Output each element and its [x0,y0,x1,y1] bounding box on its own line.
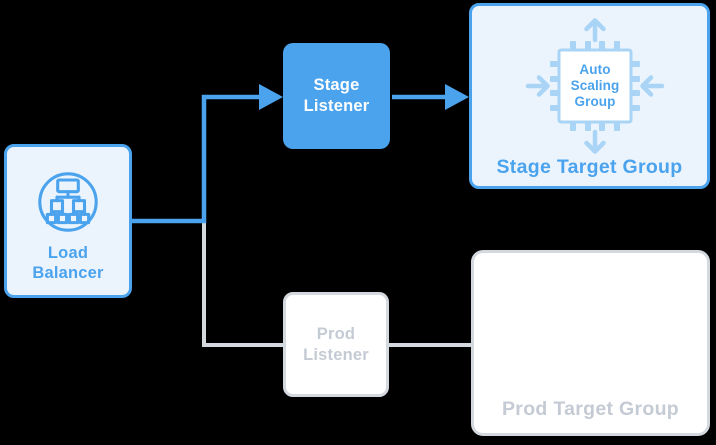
scale-arrow-right-inward [525,75,550,97]
node-prod-target-group: Prod Target Group [471,250,710,436]
stage-listener-label: Stage Listener [303,76,370,115]
scale-arrow-left-inward [640,75,665,97]
scale-arrow-down [584,129,606,154]
scale-arrow-up [584,18,606,43]
load-balancer-label: Load Balancer [32,244,104,283]
wire-lb-to-prod-listener [202,220,287,347]
prod-listener-label: Prod Listener [303,324,369,364]
node-stage-target-group: Auto Scaling Group Stage Target Group [469,3,710,189]
wire-lb-to-stage-listener [130,94,260,224]
node-prod-listener: Prod Listener [283,292,389,397]
auto-scaling-chip-icon [525,18,665,154]
node-load-balancer: Load Balancer [4,144,132,298]
prod-target-group-label: Prod Target Group [502,398,679,420]
auto-scaling-group-label: Auto Scaling Group [570,62,620,109]
arrowhead-into-stage-tg [445,84,469,110]
stage-target-group-label: Stage Target Group [496,156,683,178]
node-stage-listener: Stage Listener [283,43,390,149]
load-balancer-network-icon [38,172,98,232]
arrowhead-into-stage-listener [259,84,283,110]
auto-scaling-group-graphic: Auto Scaling Group [523,14,667,158]
